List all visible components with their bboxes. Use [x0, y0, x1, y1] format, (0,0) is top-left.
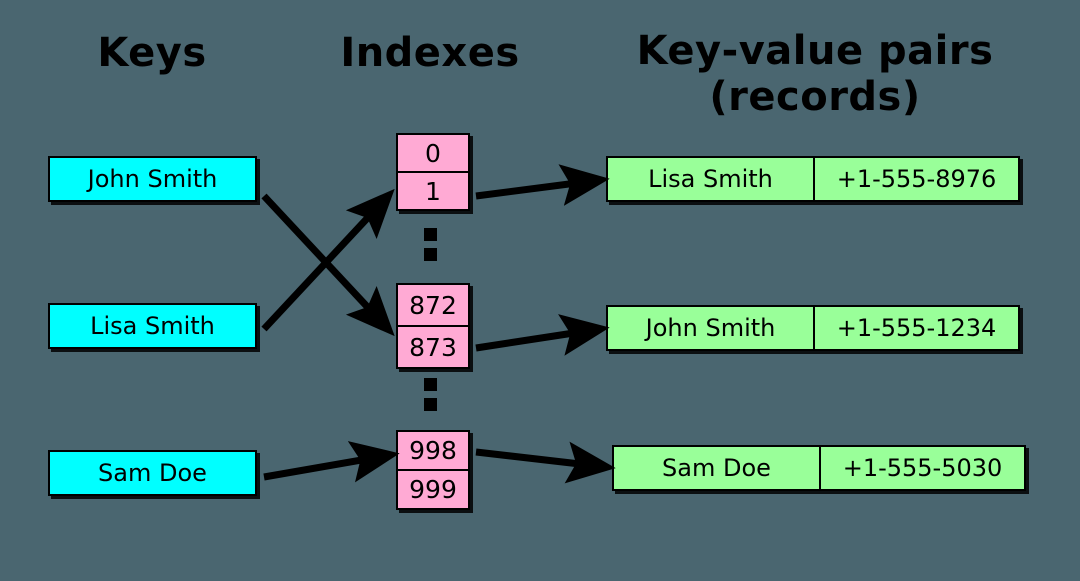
index-cell-873[interactable]: 873: [398, 325, 468, 367]
record-key-cell: John Smith: [645, 314, 776, 342]
record-value-cell: +1-555-8976: [813, 158, 1018, 200]
index-cell-872[interactable]: 872: [409, 290, 457, 320]
arrow-index-873-to-record-john-smith: [475, 314, 610, 356]
arrow-lisa-smith-to-index-1: [261, 188, 395, 332]
key-box-label: Sam Doe: [98, 459, 207, 487]
vertical-ellipsis-icon-bottom: [424, 378, 438, 411]
arrow-sam-doe-to-index-998: [263, 441, 400, 483]
record-value-cell: +1-555-1234: [813, 307, 1018, 349]
ellipsis-dot: [424, 228, 437, 241]
column-heading-keys: Keys: [97, 30, 207, 76]
index-cell-0[interactable]: 0: [425, 138, 441, 168]
column-heading-records: Key-value pairs (records): [636, 28, 994, 120]
ellipsis-dot: [424, 248, 437, 261]
record-key-cell: Lisa Smith: [648, 165, 773, 193]
ellipsis-dot: [424, 398, 437, 411]
index-group-top: 0 1: [396, 133, 470, 211]
vertical-ellipsis-icon-top: [424, 228, 438, 261]
arrow-john-smith-to-index-873: [261, 193, 395, 337]
arrow-index-998-to-record-sam-doe: [475, 441, 616, 484]
key-box-label: Lisa Smith: [90, 312, 215, 340]
record-key-cell: Sam Doe: [662, 454, 771, 482]
index-cell-1[interactable]: 1: [398, 171, 468, 209]
index-group-middle: 872 873: [396, 283, 470, 369]
key-box-sam-doe[interactable]: Sam Doe: [48, 450, 257, 496]
key-box-john-smith[interactable]: John Smith: [48, 156, 257, 202]
record-row-lisa-smith[interactable]: Lisa Smith +1-555-8976: [606, 156, 1020, 202]
index-cell-998[interactable]: 998: [409, 436, 457, 465]
index-group-bottom: 998 999: [396, 430, 470, 510]
record-row-john-smith[interactable]: John Smith +1-555-1234: [606, 305, 1020, 351]
index-cell-999[interactable]: 999: [398, 469, 468, 508]
key-box-label: John Smith: [87, 165, 218, 193]
record-row-sam-doe[interactable]: Sam Doe +1-555-5030: [612, 445, 1026, 491]
record-value-cell: +1-555-5030: [819, 447, 1024, 489]
column-heading-indexes: Indexes: [340, 30, 520, 76]
arrow-index-1-to-record-lisa-smith: [475, 164, 610, 206]
key-box-lisa-smith[interactable]: Lisa Smith: [48, 303, 257, 349]
ellipsis-dot: [424, 378, 437, 391]
